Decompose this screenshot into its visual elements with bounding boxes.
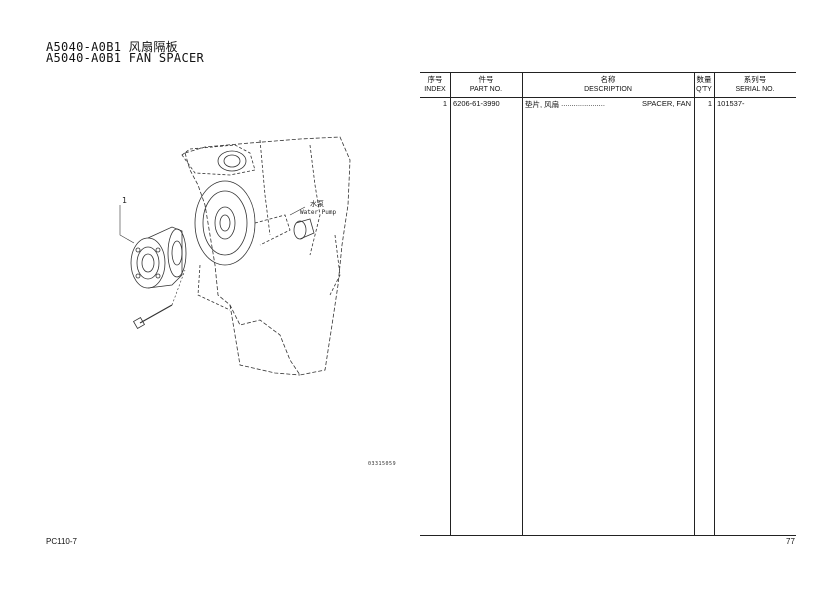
row-part-no: 6206-61-3990 xyxy=(453,99,500,108)
engine-block-outline xyxy=(184,136,351,376)
header-divider xyxy=(420,97,796,98)
row-description-cn: 垫片, 风扇 xyxy=(525,100,560,109)
figure-code: 03315059 xyxy=(368,461,397,467)
header-description: 名称 DESCRIPTION xyxy=(584,75,632,93)
fan-spacer-part xyxy=(130,237,166,289)
footer-page-number: 77 xyxy=(786,537,795,546)
parts-illustration: 1 水泵 Water Pump xyxy=(119,136,351,376)
row-serial: 101537- xyxy=(717,99,745,108)
header-part-no: 件号 PART NO. xyxy=(469,75,503,93)
row-qty: 1 xyxy=(707,99,712,108)
row-description-en: SPACER, FAN xyxy=(641,99,691,108)
header-serial: 系列号 SERIAL NO. xyxy=(735,75,775,93)
column-divider xyxy=(522,73,523,535)
row-index: 1 xyxy=(442,99,447,108)
parts-table: 序号 INDEX 件号 PART NO. 名称 DESCRIPTION 数量 Q… xyxy=(420,72,796,536)
column-divider xyxy=(450,73,451,535)
row-description: 垫片, 风扇 ..................... SPACER, FAN xyxy=(525,99,691,110)
column-divider xyxy=(714,73,715,535)
header-qty: 数量 Q'TY xyxy=(696,75,712,93)
header-index: 序号 INDEX xyxy=(424,75,446,93)
footer-model: PC110-7 xyxy=(46,537,77,546)
bolt xyxy=(139,304,173,324)
page-title-en: A5040-A0B1 FAN SPACER xyxy=(46,51,205,65)
page-title-cn: A5040-A0B1 风扇隔板 xyxy=(46,40,178,54)
water-pump-label-en: Water Pump xyxy=(300,209,337,216)
column-divider xyxy=(694,73,695,535)
water-pump-label-cn: 水泵 xyxy=(310,199,324,208)
callout-index: 1 xyxy=(122,196,127,205)
row-description-dots: ..................... xyxy=(561,99,605,108)
water-pump-pulley xyxy=(194,180,256,266)
